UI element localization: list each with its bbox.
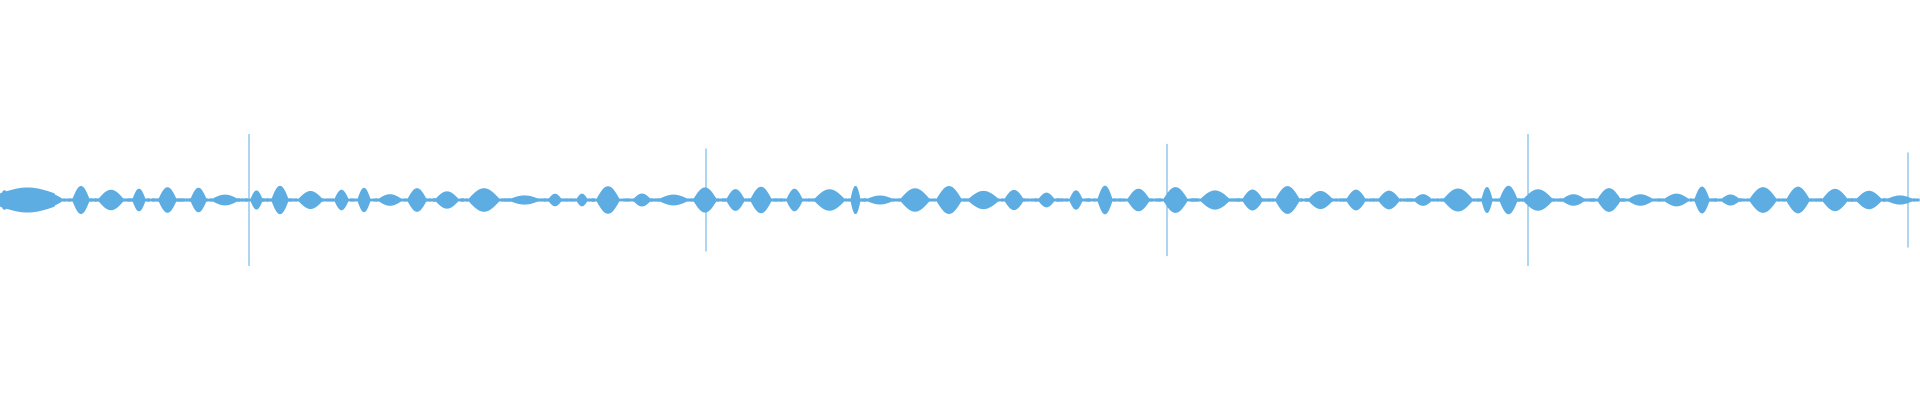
waveform-envelope: [0, 185, 1920, 215]
waveform-spikes: [248, 134, 1909, 266]
